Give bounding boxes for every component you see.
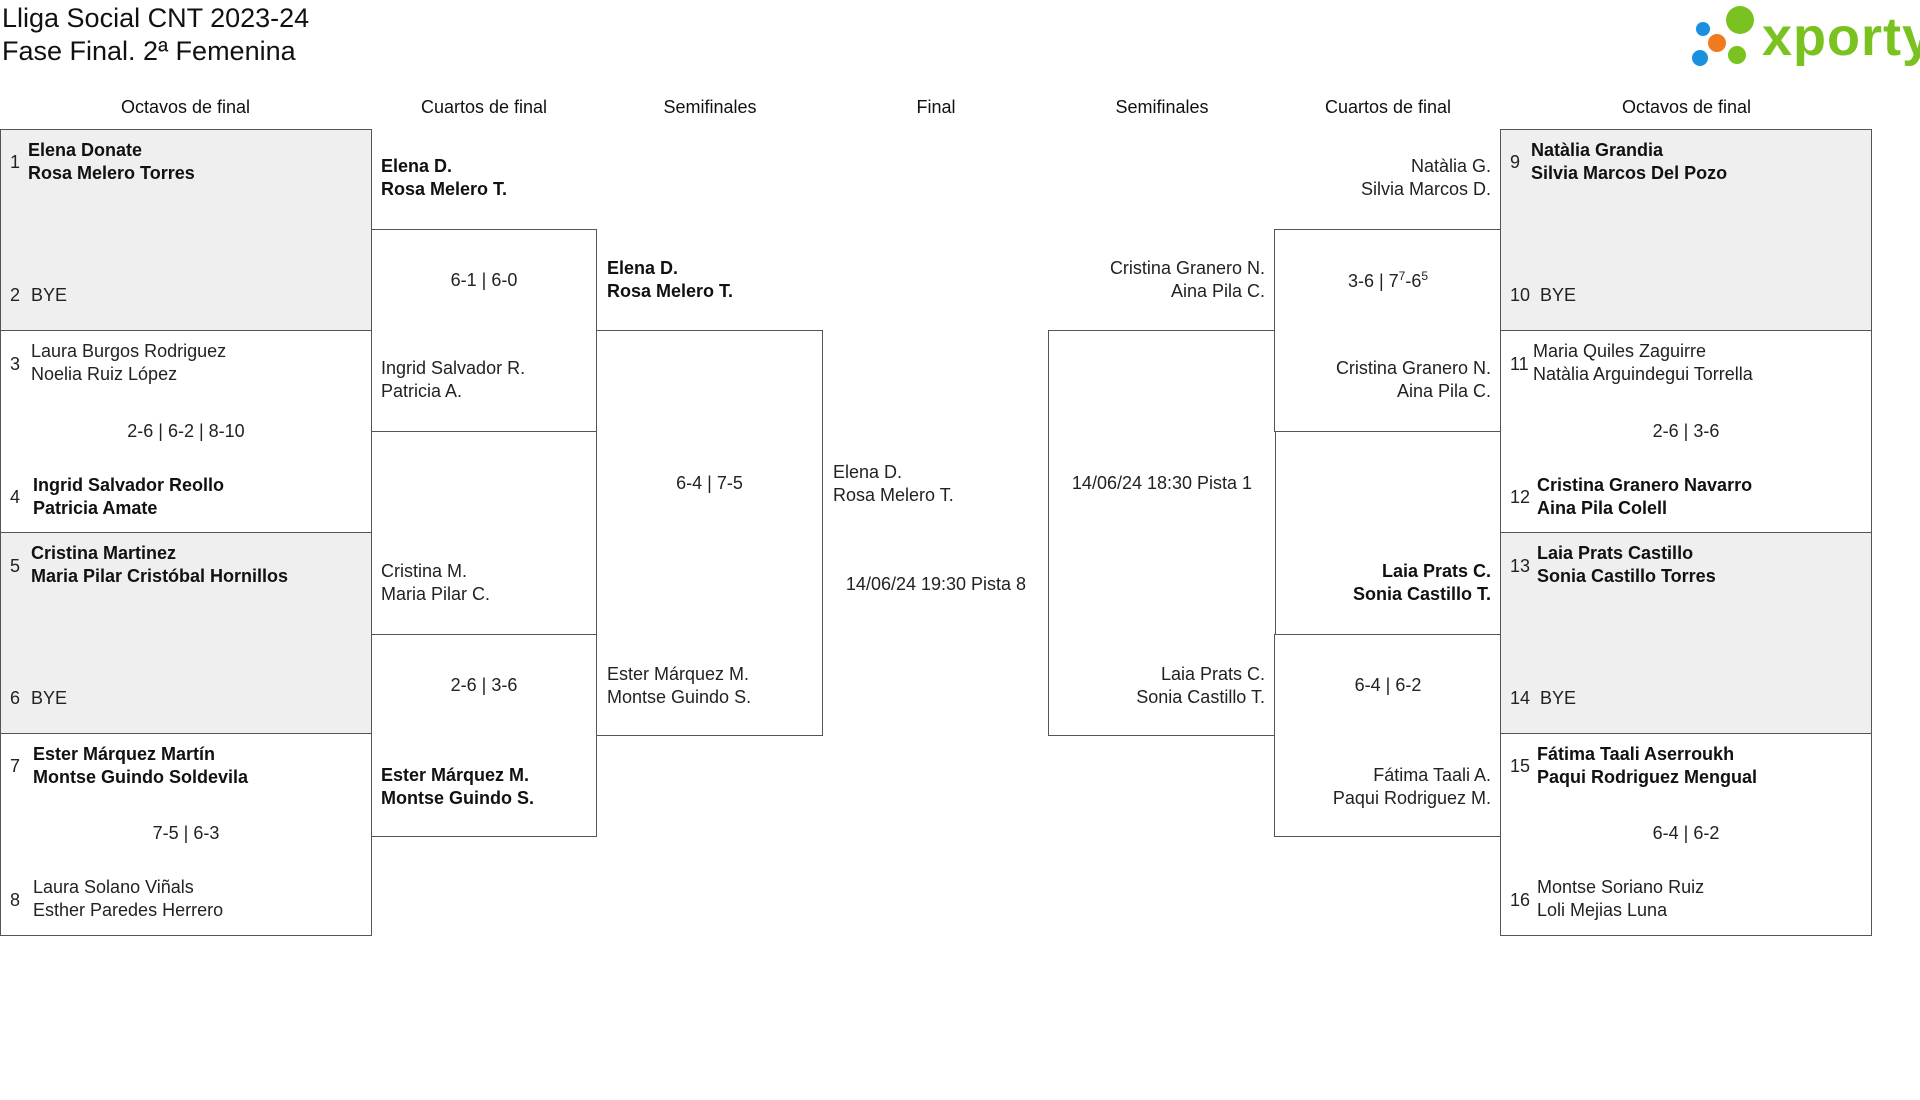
team-name-winner: Cristina Granero N.Aina Pila C. <box>1335 358 1491 401</box>
match-schedule: 14/06/24 18:30 Pista 1 <box>1071 473 1253 493</box>
match-box-left-r16-4[interactable] <box>0 733 372 936</box>
round-header-right-r16: Octavos de final <box>1621 97 1752 117</box>
round-header-left-sf: Semifinales <box>663 97 757 117</box>
match-score: 6-4 | 6-2 <box>1652 823 1720 843</box>
team-name: Ingrid Salvador R.Patricia A. <box>381 358 526 401</box>
match-box-right-sf[interactable] <box>1048 330 1276 736</box>
logo-dot-blue-2 <box>1692 50 1708 66</box>
seed-number: 9 <box>1510 152 1521 172</box>
match-score: 2-6 | 6-2 | 8-10 <box>127 421 245 441</box>
team-name-bye: BYE <box>31 688 68 708</box>
match-score: 2-6 | 3-6 <box>1652 421 1720 441</box>
match-box-left-r16-2[interactable] <box>0 330 372 533</box>
match-box-right-r16-2[interactable] <box>1500 330 1872 533</box>
xporty-logo[interactable]: xporty <box>1692 4 1920 74</box>
logo-dot-blue <box>1696 22 1710 36</box>
page-title: Lliga Social CNT 2023-24 Fase Final. 2ª … <box>2 2 309 68</box>
team-name-winner: Ester Márquez M.Montse Guindo S. <box>381 765 534 808</box>
team-name-bye: BYE <box>1540 285 1577 305</box>
match-box-left-qf-2[interactable] <box>371 634 597 837</box>
match-score: 7-5 | 6-3 <box>152 823 220 843</box>
round-header-left-r16: Octavos de final <box>120 97 251 117</box>
seed-number: 7 <box>10 756 21 776</box>
match-score: 3-6 | 77-65 <box>1347 269 1429 291</box>
seed-number: 2 <box>10 285 21 305</box>
match-box-left-qf-1[interactable] <box>371 229 597 432</box>
match-box-right-qf-2[interactable] <box>1274 634 1501 837</box>
seed-number: 16 <box>1510 890 1531 910</box>
match-box-right-r16-3[interactable] <box>1500 532 1872 734</box>
logo-dot-orange <box>1708 34 1726 52</box>
match-box-left-sf[interactable] <box>596 330 823 736</box>
seed-number: 3 <box>10 354 21 374</box>
team-name: Ester Márquez M.Montse Guindo S. <box>607 664 752 707</box>
team-name-winner: Elena D.Rosa Melero T. <box>381 156 508 199</box>
seed-number: 13 <box>1510 556 1531 576</box>
seed-number: 12 <box>1510 487 1531 507</box>
logo-text: xporty <box>1762 7 1920 67</box>
logo-dot-green-2 <box>1728 46 1746 64</box>
team-name-winner: Elena D.Rosa Melero T. <box>607 258 734 301</box>
seed-number: 14 <box>1510 688 1531 708</box>
seed-number: 11 <box>1510 354 1529 374</box>
team-name: Cristina M.Maria Pilar C. <box>381 561 491 604</box>
match-score: 6-4 | 6-2 <box>1354 675 1422 695</box>
match-score: 6-4 | 7-5 <box>676 473 743 493</box>
final-team: Elena D.Rosa Melero T. <box>833 462 954 505</box>
match-box-right-r16-4[interactable] <box>1500 733 1872 936</box>
team-name-bye: BYE <box>31 285 68 305</box>
final-schedule: 14/06/24 19:30 Pista 8 <box>845 574 1027 594</box>
match-box-right-r16-1[interactable] <box>1500 129 1872 331</box>
team-name: Natàlia G.Silvia Marcos D. <box>1360 156 1491 199</box>
team-name: Fátima Taali A.Paqui Rodriguez M. <box>1332 765 1491 808</box>
title-line-2: Fase Final. 2ª Femenina <box>2 36 296 66</box>
seed-number: 6 <box>10 688 21 708</box>
seed-number: 1 <box>10 152 21 172</box>
seed-number: 4 <box>10 487 21 507</box>
seed-number: 8 <box>10 890 21 910</box>
team-name-bye: BYE <box>1540 688 1577 708</box>
logo-dot-green <box>1726 6 1754 34</box>
round-header-final: Final <box>916 97 956 117</box>
seed-number: 10 <box>1510 285 1531 305</box>
team-name-winner: Laia Prats C.Sonia Castillo T. <box>1352 561 1491 604</box>
match-box-right-qf-1[interactable] <box>1274 229 1501 432</box>
match-score: 2-6 | 3-6 <box>450 675 518 695</box>
seed-number: 15 <box>1510 756 1531 776</box>
team-name: Laia Prats C.Sonia Castillo T. <box>1136 664 1265 707</box>
round-header-left-qf: Cuartos de final <box>420 97 548 117</box>
round-header-right-qf: Cuartos de final <box>1324 97 1452 117</box>
team-name: Cristina Granero N.Aina Pila C. <box>1109 258 1265 301</box>
title-line-1: Lliga Social CNT 2023-24 <box>2 3 310 33</box>
match-score: 6-1 | 6-0 <box>450 270 518 290</box>
round-header-right-sf: Semifinales <box>1115 97 1209 117</box>
seed-number: 5 <box>10 556 21 576</box>
match-box-left-r16-1[interactable] <box>0 129 372 331</box>
